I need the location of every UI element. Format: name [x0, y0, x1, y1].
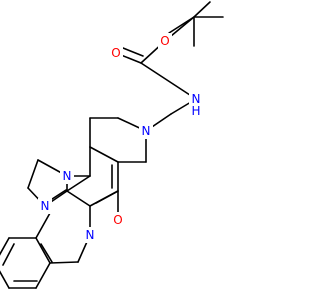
bond: [66, 175, 91, 192]
bond: [27, 159, 39, 189]
atom-bg: [158, 33, 172, 49]
molecule-canvas: O O N H N N N N O: [0, 1, 224, 289]
atom-labels: O O N H N N N N O: [38, 33, 203, 243]
atom-bg: [189, 91, 203, 107]
bond: [35, 212, 51, 239]
piperidine-nitrogen-label: N: [142, 124, 151, 138]
bond: [66, 190, 91, 207]
bond-lines: [0, 1, 224, 289]
benzyl-nitrogen-label: N: [86, 228, 95, 242]
bond: [95, 190, 119, 204]
bond: [35, 262, 51, 289]
atom-bg: [111, 212, 125, 228]
atom-bg: [109, 45, 123, 61]
bond: [193, 1, 211, 18]
amide-nitrogen-label: N: [192, 92, 201, 106]
lactam-oxygen-label: O: [113, 213, 122, 227]
imine-nitrogen-label: N: [41, 199, 50, 213]
bond: [49, 261, 79, 264]
atom-bg: [83, 227, 97, 243]
ring-nitrogen-label: N: [63, 169, 72, 183]
amide-hydrogen-label: H: [191, 104, 200, 118]
carbonyl-oxygen-label: O: [111, 46, 120, 60]
bond: [0, 237, 10, 256]
atom-bg: [60, 168, 74, 184]
structure-diagram: O O N H N N N N O: [0, 1, 224, 289]
atom-bg: [139, 123, 153, 139]
ether-oxygen-label: O: [160, 34, 169, 48]
bond: [40, 243, 53, 263]
bond: [2, 243, 15, 266]
bond: [89, 146, 119, 163]
bond: [0, 270, 10, 289]
bond: [35, 237, 51, 264]
atom-bg: [38, 198, 52, 214]
bond: [140, 62, 197, 100]
